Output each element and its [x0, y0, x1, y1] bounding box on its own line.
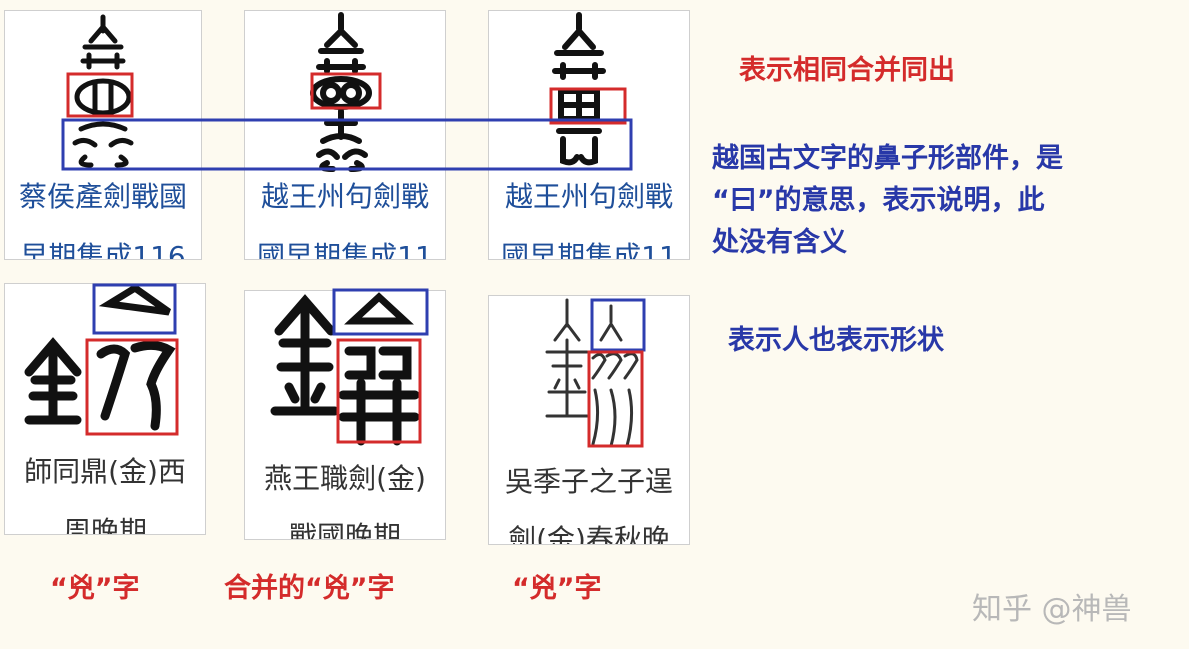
card-caption-line1: 吳季子之子逞 — [504, 465, 673, 498]
note-nose-component-line1: 越国古文字的鼻子形部件，是 — [712, 143, 1063, 174]
inscription-card-4: 師同鼎(金)西 周晚期 — [4, 283, 206, 535]
note-nose-component-line2: “曰”的意思，表示说明，此 — [712, 185, 1045, 216]
bronze-script-glyph — [310, 12, 372, 172]
watermark: 知乎 @神兽 — [972, 592, 1132, 627]
inscription-card-3: 越王州句劍戰 國早期集成11 — [488, 10, 690, 260]
note-same-merged: 表示相同合并同出 — [739, 55, 955, 86]
card-caption-line2: 國早期集成11 — [257, 240, 433, 260]
note-person-shape: 表示人也表示形状 — [728, 325, 944, 356]
card-caption-line1: 師同鼎(金)西 — [24, 455, 186, 488]
card-caption-line2: 早期集成116 — [20, 240, 186, 260]
bottom-label-1: “兇”字 — [50, 573, 140, 604]
card-caption-line1: 蔡侯產劍戰國 — [18, 180, 187, 213]
inscription-card-6: 吳季子之子逞 劍(金)春秋晚 — [488, 295, 690, 545]
bronze-script-glyph — [552, 12, 606, 166]
bronze-script-glyph — [72, 14, 134, 168]
card-caption-line2: 劍(金)春秋晚 — [508, 523, 670, 545]
inscription-card-2: 越王州句劍戰 國早期集成11 — [244, 10, 446, 260]
card-caption-line1: 燕王職劍(金) — [264, 462, 426, 495]
card-caption-line1: 越王州句劍戰 — [260, 180, 429, 213]
card-caption-line2: 國早期集成11 — [501, 240, 677, 260]
bronze-script-glyph — [24, 284, 176, 431]
bottom-label-3: “兇”字 — [512, 573, 602, 604]
card-caption-line1: 越王州句劍戰 — [504, 180, 673, 213]
card-caption-line2: 戰國晚期 — [288, 520, 401, 540]
card-caption-line2: 周晚期 — [62, 515, 147, 535]
inscription-card-1: 蔡侯產劍戰國 早期集成116 — [4, 10, 202, 260]
inscription-card-5: 燕王職劍(金) 戰國晚期 — [244, 290, 446, 540]
bottom-label-2: 合并的“兇”字 — [224, 573, 395, 604]
note-nose-component-line3: 处没有含义 — [712, 227, 847, 258]
bronze-script-glyph — [545, 298, 639, 448]
bronze-script-glyph — [270, 292, 420, 446]
